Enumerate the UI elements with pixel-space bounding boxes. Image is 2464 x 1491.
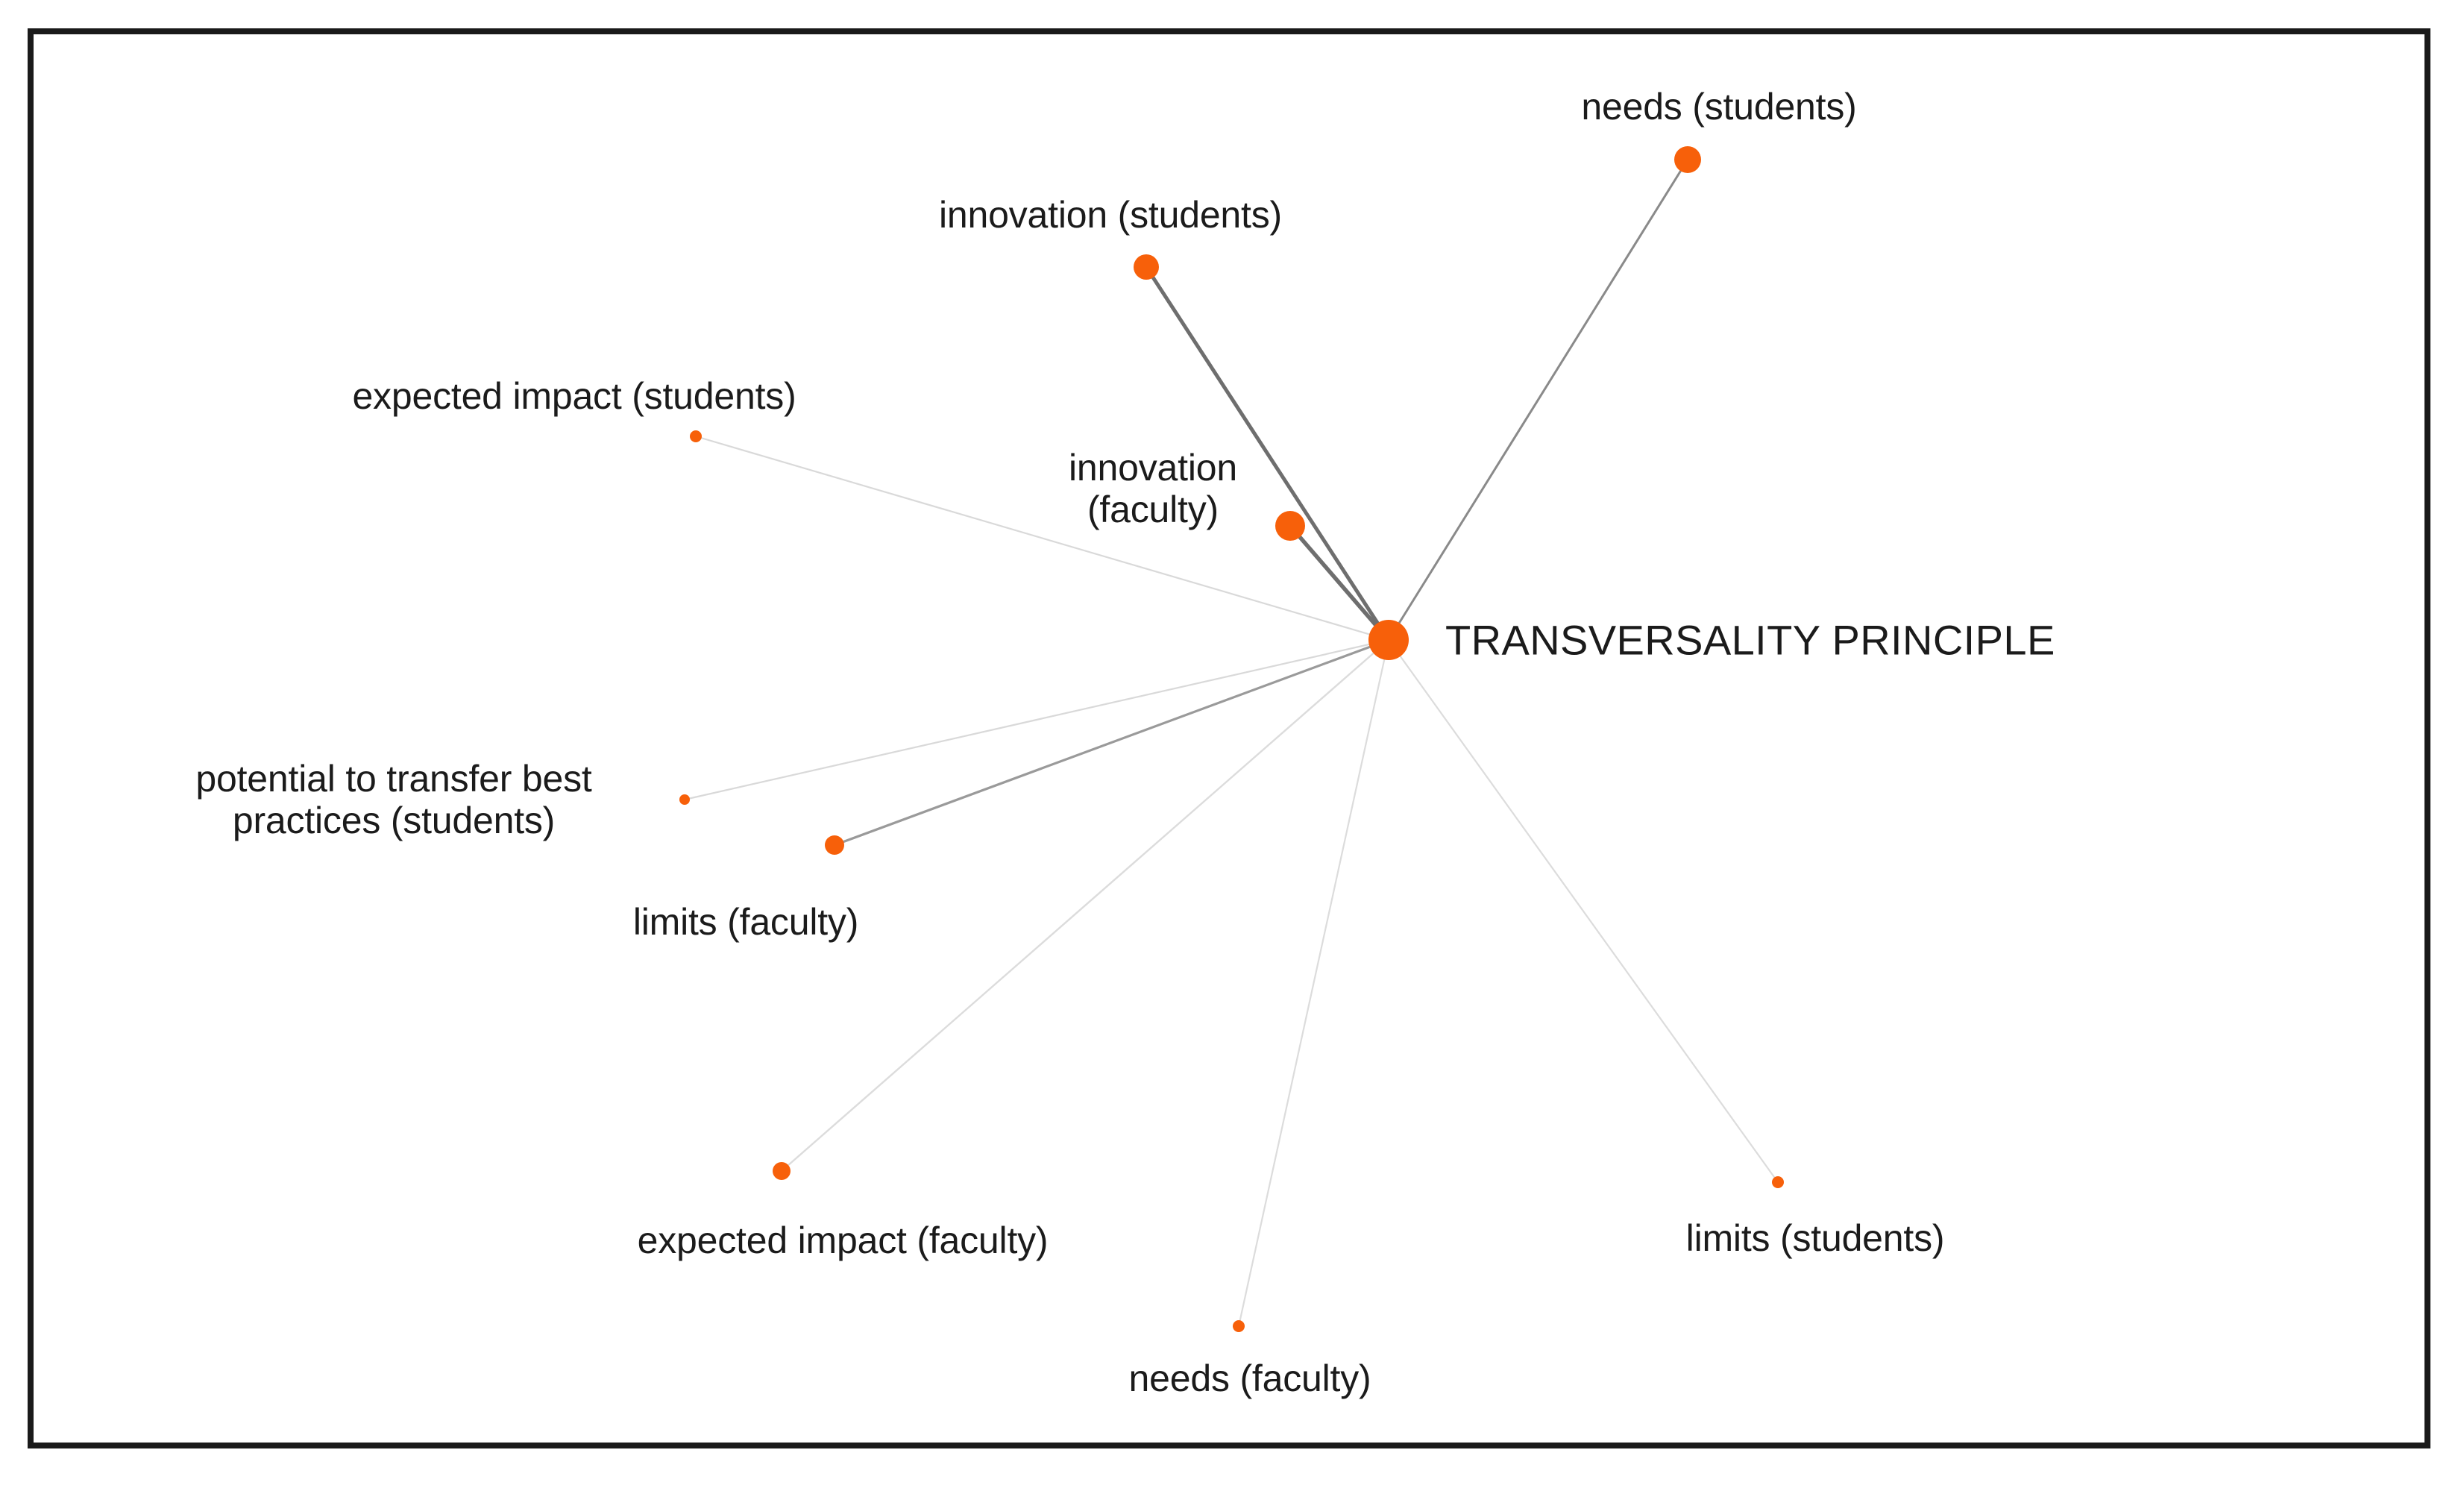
node-expected-impact-faculty[interactable] — [773, 1162, 791, 1180]
edge-expected-impact-faculty — [780, 638, 1390, 1173]
node-transversality-principle[interactable] — [1368, 620, 1409, 660]
edge-limits-faculty — [833, 638, 1390, 847]
node-limits-faculty[interactable] — [825, 835, 844, 855]
node-limits-students[interactable] — [1772, 1176, 1784, 1188]
node-innovation-faculty[interactable] — [1275, 511, 1305, 541]
node-label-needs-students: needs (students) — [1581, 86, 1857, 128]
node-label-limits-faculty: limits (faculty) — [632, 901, 859, 943]
node-label-potential-transfer-best-practices-students: potential to transfer best practices (st… — [195, 758, 592, 841]
edge-innovation-students — [1144, 265, 1391, 642]
edge-needs-faculty — [1237, 638, 1390, 1328]
figure-border — [28, 28, 2430, 1448]
edge-layer — [683, 158, 1779, 1328]
edge-innovation-faculty — [1288, 524, 1391, 642]
node-label-expected-impact-faculty: expected impact (faculty) — [637, 1220, 1049, 1261]
node-label-expected-impact-students: expected impact (students) — [352, 375, 796, 417]
node-needs-students[interactable] — [1674, 146, 1701, 173]
node-potential-transfer-best-practices-students[interactable] — [679, 794, 690, 805]
node-needs-faculty[interactable] — [1233, 1320, 1245, 1332]
edge-needs-students — [1387, 158, 1689, 641]
node-label-transversality-principle: TRANSVERSALITY PRINCIPLE — [1445, 616, 2055, 664]
node-label-innovation-students: innovation (students) — [939, 194, 1282, 236]
node-layer — [679, 146, 1784, 1332]
node-label-innovation-faculty: innovation (faculty) — [1069, 447, 1237, 530]
edge-expected-impact-students — [694, 435, 1390, 641]
node-expected-impact-students[interactable] — [690, 430, 702, 442]
node-label-limits-students: limits (students) — [1685, 1217, 1945, 1259]
node-label-needs-faculty: needs (faculty) — [1128, 1357, 1371, 1399]
edge-potential-transfer-best-practices-students — [683, 638, 1390, 801]
node-innovation-students[interactable] — [1134, 254, 1159, 280]
edge-limits-students — [1387, 638, 1779, 1184]
